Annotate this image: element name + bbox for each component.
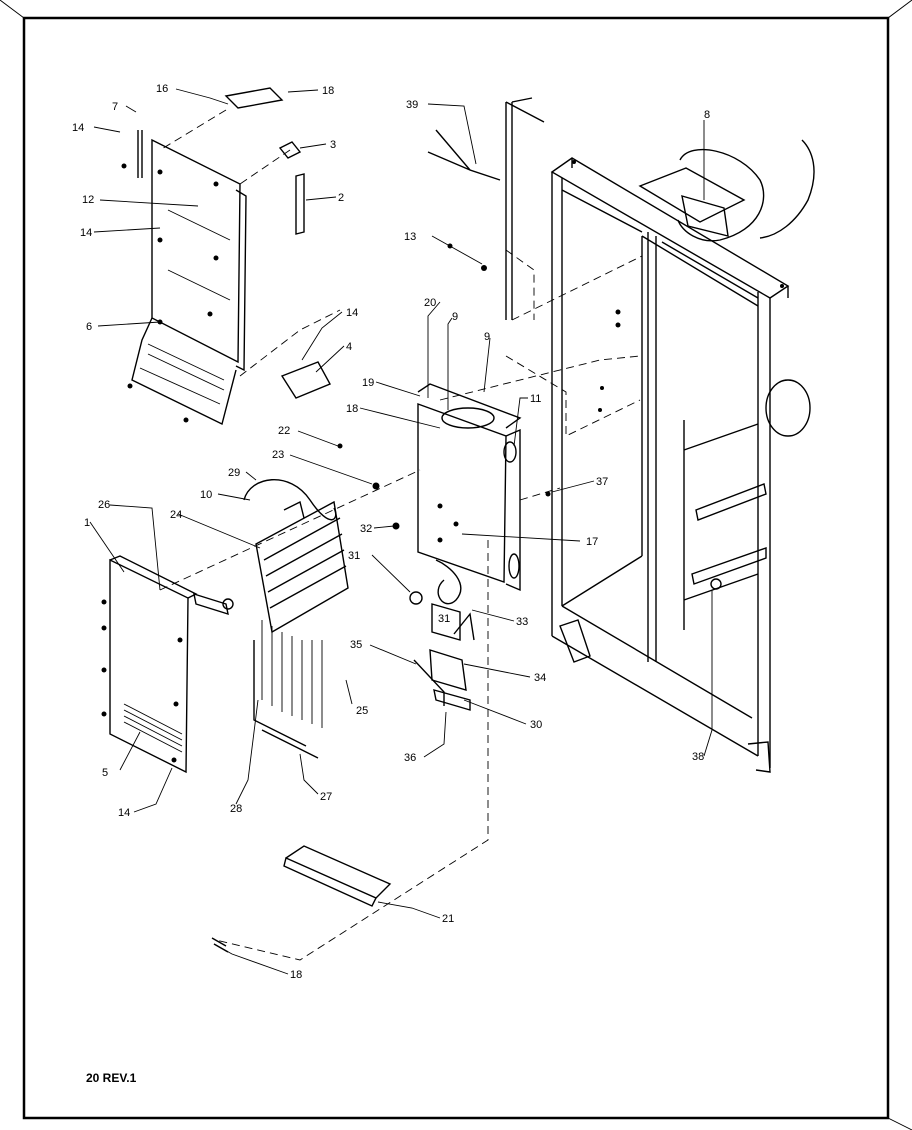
callout-32: 32 — [360, 523, 372, 535]
callout-14-c: 14 — [346, 307, 358, 319]
callout-26: 26 — [98, 499, 110, 511]
callout-29: 29 — [228, 467, 240, 479]
callout-14-b: 14 — [80, 227, 92, 239]
evaporator-coil — [243, 479, 349, 759]
callout-13: 13 — [404, 231, 416, 243]
callout-21: 21 — [442, 913, 454, 925]
revision-label: 20 REV.1 — [86, 1071, 137, 1085]
callout-28: 28 — [230, 803, 242, 815]
callout-31-b: 31 — [438, 613, 450, 625]
callout-18-mid: 18 — [346, 403, 358, 415]
callout-31-a: 31 — [348, 550, 360, 562]
callout-14-a: 14 — [72, 122, 84, 134]
callout-11: 11 — [530, 393, 541, 405]
callout-39: 39 — [406, 99, 418, 111]
callout-18-top: 18 — [322, 85, 334, 97]
callout-23: 23 — [272, 449, 284, 461]
drain-tray — [283, 845, 392, 907]
fan-bracket — [409, 383, 522, 711]
callout-2: 2 — [338, 192, 344, 204]
callout-19: 19 — [362, 377, 374, 389]
callout-10: 12 — [82, 194, 94, 206]
callout-24: 24 — [170, 509, 182, 521]
callout-20: 20 — [424, 297, 436, 309]
callout-22: 22 — [278, 425, 290, 437]
callout-4: 4 — [346, 341, 352, 353]
page-border — [22, 16, 890, 1120]
rear-panel — [121, 87, 331, 426]
refrigerator-cabinet — [550, 139, 815, 773]
leader-lines — [89, 88, 713, 975]
callout-36: 36 — [404, 752, 416, 764]
callout-9-a: 9 — [452, 311, 458, 323]
callout-14-d: 14 — [118, 807, 130, 819]
callout-27: 27 — [320, 791, 332, 803]
callout-33: 33 — [516, 616, 528, 628]
wiring-harness — [211, 97, 722, 953]
callout-5: 5 — [102, 767, 108, 779]
callout-1: 1 — [84, 517, 90, 529]
assembly-lines — [159, 109, 643, 961]
callout-30: 30 — [530, 719, 542, 731]
callout-12: 10 — [200, 489, 212, 501]
callout-34: 34 — [534, 672, 546, 684]
callout-9-b: 9 — [484, 331, 490, 343]
callout-37: 37 — [596, 476, 608, 488]
callout-8: 7 — [112, 101, 118, 113]
callout-38: 38 — [692, 751, 704, 763]
callout-3: 3 — [330, 139, 336, 151]
callout-7: 8 — [704, 109, 710, 121]
callout-6: 6 — [86, 321, 92, 333]
callout-35: 35 — [350, 639, 362, 651]
callout-16: 16 — [156, 83, 168, 95]
callout-17: 17 — [586, 536, 598, 548]
callout-18-bottom: 18 — [290, 969, 302, 981]
callout-labels: 16 18 3 2 7 14 12 14 6 14 4 39 8 13 20 9… — [72, 83, 710, 981]
callout-25: 25 — [356, 705, 368, 717]
